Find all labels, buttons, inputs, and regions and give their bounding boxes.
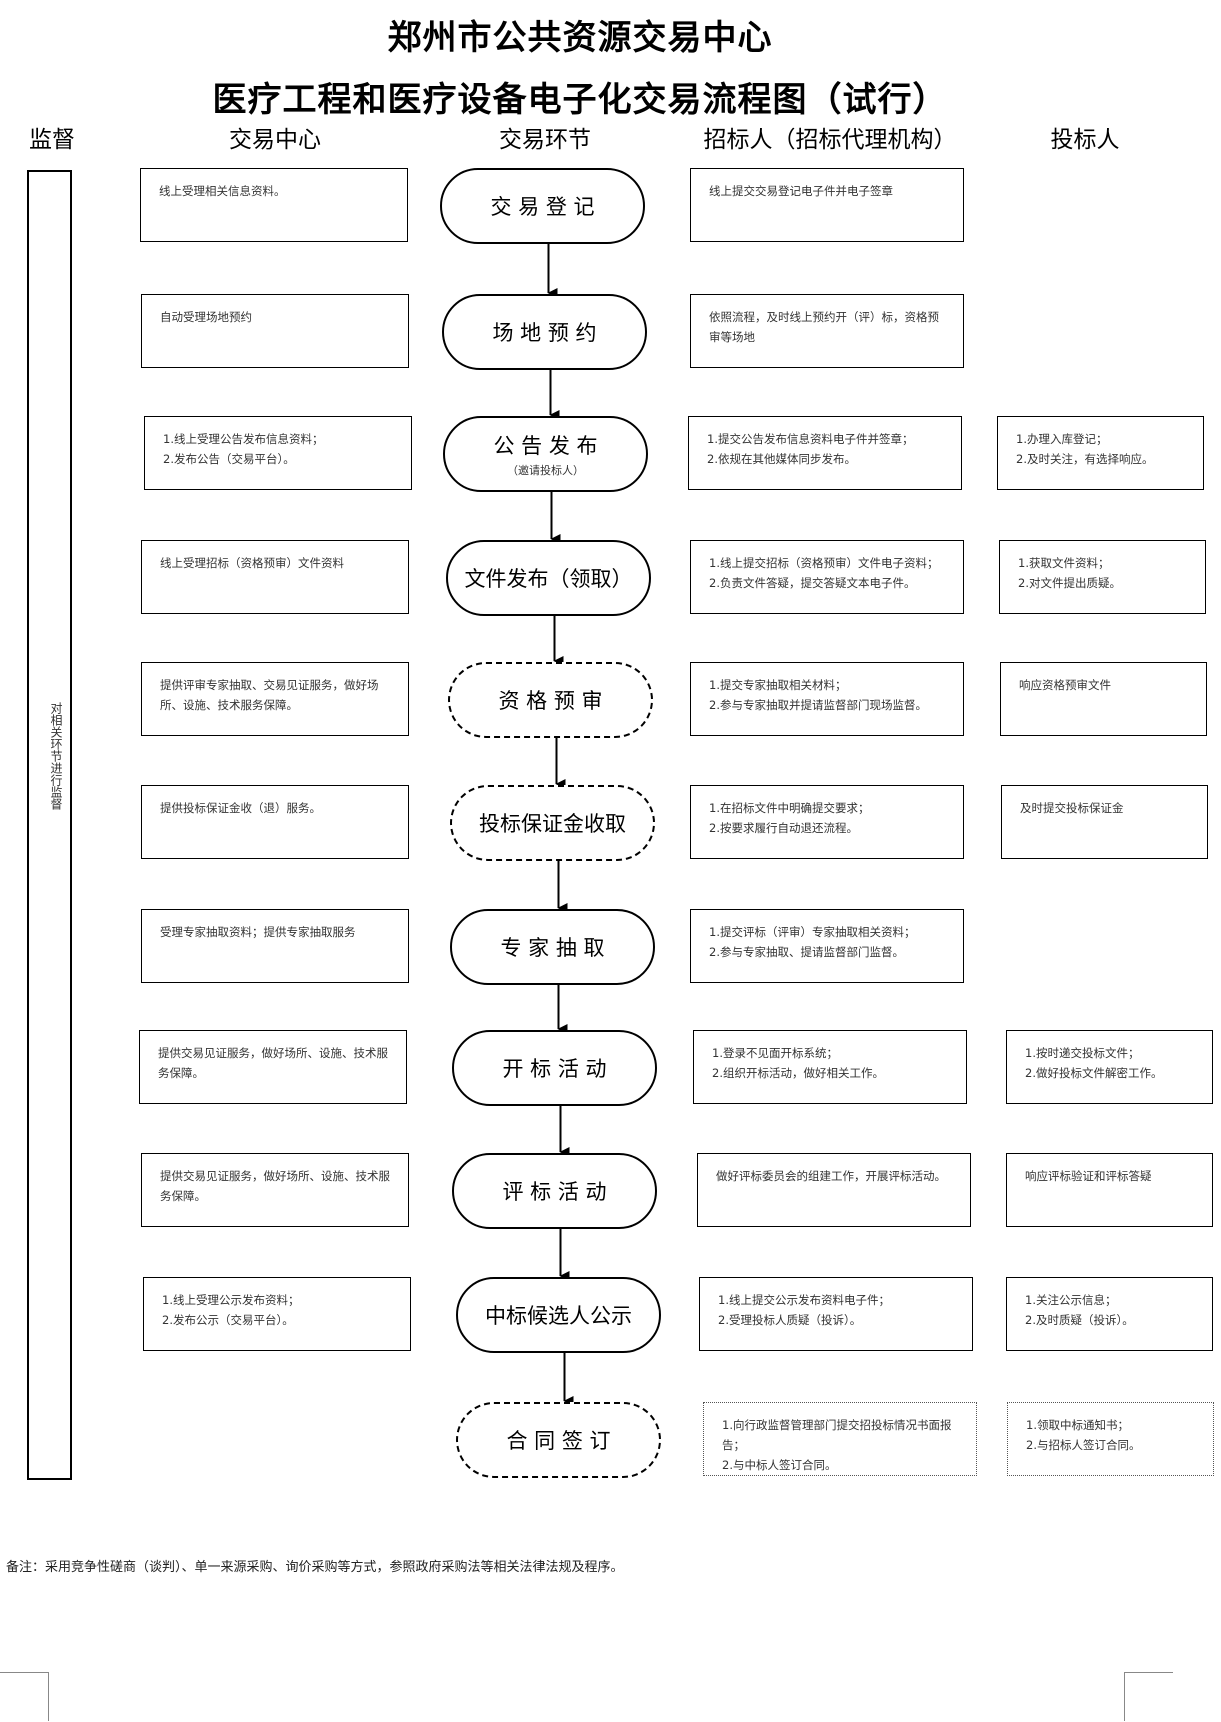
tenderer-box: 1.提交公告发布信息资料电子件并签章； 2.依规在其他媒体同步发布。	[688, 416, 962, 490]
tenderer-box: 线上提交交易登记电子件并电子签章	[690, 168, 964, 242]
flow-step: 交 易 登 记	[440, 168, 645, 244]
center-box: 线上受理招标（资格预审）文件资料	[141, 540, 409, 614]
flow-step-label: 专 家 抽 取	[500, 936, 605, 960]
flow-step: 开 标 活 动	[452, 1030, 657, 1106]
supervision-text: 对相关环节进行监督	[49, 702, 63, 810]
tenderer-box: 做好评标委员会的组建工作，开展评标活动。	[697, 1153, 971, 1227]
bidder-box: 及时提交投标保证金	[1001, 785, 1208, 859]
tenderer-box: 1.提交专家抽取相关材料； 2.参与专家抽取并提请监督部门现场监督。	[690, 662, 964, 736]
flow-step-sublabel: （邀请投标人）	[507, 464, 584, 477]
crop-mark-left	[0, 1672, 49, 1721]
flow-step-label: 开 标 活 动	[502, 1057, 607, 1081]
tenderer-box: 1.在招标文件中明确提交要求； 2.按要求履行自动退还流程。	[690, 785, 964, 859]
tenderer-box: 依照流程，及时线上预约开（评）标，资格预审等场地	[690, 294, 964, 368]
flow-step-label: 投标保证金收取	[479, 812, 626, 836]
supervision-bar: 对相关环节进行监督	[27, 170, 72, 1480]
flow-step-label: 公 告 发 布	[493, 434, 598, 458]
page-title: 郑州市公共资源交易中心	[387, 18, 773, 58]
flow-step: 资 格 预 审	[448, 662, 653, 738]
center-box: 1.线上受理公示发布资料； 2.发布公示（交易平台）。	[143, 1277, 411, 1351]
page-subtitle: 医疗工程和医疗设备电子化交易流程图（试行）	[212, 80, 948, 120]
flow-step-label: 文件发布（领取）	[464, 567, 633, 591]
tenderer-box: 1.线上提交公示发布资料电子件； 2.受理投标人质疑（投诉）。	[699, 1277, 973, 1351]
bidder-box: 响应资格预审文件	[1000, 662, 1207, 736]
tenderer-box: 1.登录不见面开标系统； 2.组织开标活动，做好相关工作。	[693, 1030, 967, 1104]
flow-step-label: 合 同 签 订	[506, 1429, 611, 1453]
bidder-box: 1.获取文件资料； 2.对文件提出质疑。	[999, 540, 1206, 614]
center-box: 线上受理相关信息资料。	[140, 168, 408, 242]
bidder-box: 1.关注公示信息； 2.及时质疑（投诉）。	[1006, 1277, 1213, 1351]
flow-step-label: 资 格 预 审	[498, 689, 603, 713]
flow-step-label: 交 易 登 记	[490, 195, 595, 219]
center-box: 提供评审专家抽取、交易见证服务，做好场所、设施、技术服务保障。	[141, 662, 409, 736]
flow-step: 公 告 发 布 （邀请投标人）	[443, 416, 648, 492]
bidder-box: 1.办理入库登记； 2.及时关注，有选择响应。	[997, 416, 1204, 490]
flow-step: 评 标 活 动	[452, 1153, 657, 1229]
flow-step: 专 家 抽 取	[450, 909, 655, 985]
column-header-center: 交易中心	[229, 127, 321, 153]
tenderer-box: 1.线上提交招标（资格预审）文件电子资料； 2.负责文件答疑，提交答疑文本电子件…	[690, 540, 964, 614]
center-box: 提供交易见证服务，做好场所、设施、技术服务保障。	[139, 1030, 407, 1104]
bidder-box: 响应评标验证和评标答疑	[1006, 1153, 1213, 1227]
flow-step-label: 中标候选人公示	[485, 1304, 632, 1328]
column-header-bidder: 投标人	[1050, 127, 1120, 153]
center-box: 提供交易见证服务，做好场所、设施、技术服务保障。	[141, 1153, 409, 1227]
footnote: 备注：采用竞争性磋商（谈判）、单一来源采购、询价采购等方式，参照政府采购法等相关…	[6, 1560, 624, 1575]
flow-step: 中标候选人公示	[456, 1277, 661, 1353]
bidder-box: 1.按时递交投标文件； 2.做好投标文件解密工作。	[1006, 1030, 1213, 1104]
flow-step: 文件发布（领取）	[446, 540, 651, 616]
column-header-step: 交易环节	[499, 127, 591, 153]
column-header-supervision: 监督	[29, 127, 75, 153]
flow-step: 投标保证金收取	[450, 785, 655, 861]
column-header-tenderer: 招标人（招标代理机构）	[703, 127, 957, 153]
flow-step: 场 地 预 约	[442, 294, 647, 370]
tenderer-box: 1.向行政监督管理部门提交招投标情况书面报告； 2.与中标人签订合同。	[703, 1402, 977, 1476]
flow-step: 合 同 签 订	[456, 1402, 661, 1478]
flow-step-label: 场 地 预 约	[492, 321, 597, 345]
crop-mark-right	[1124, 1672, 1173, 1721]
center-box: 提供投标保证金收（退）服务。	[141, 785, 409, 859]
center-box: 受理专家抽取资料；提供专家抽取服务	[141, 909, 409, 983]
bidder-box: 1.领取中标通知书； 2.与招标人签订合同。	[1007, 1402, 1214, 1476]
tenderer-box: 1.提交评标（评审）专家抽取相关资料； 2.参与专家抽取、提请监督部门监督。	[690, 909, 964, 983]
center-box: 自动受理场地预约	[141, 294, 409, 368]
center-box: 1.线上受理公告发布信息资料； 2.发布公告（交易平台）。	[144, 416, 412, 490]
flow-step-label: 评 标 活 动	[502, 1180, 607, 1204]
